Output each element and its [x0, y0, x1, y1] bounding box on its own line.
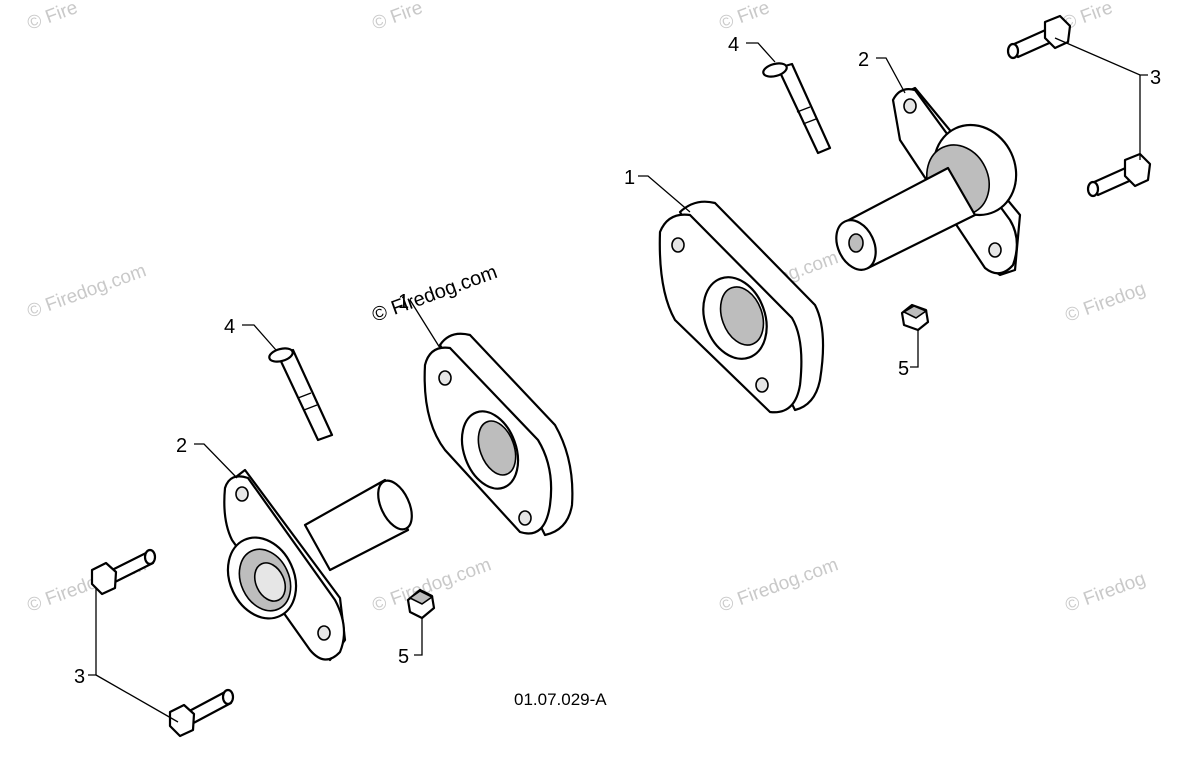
- flange-bolt-item-3-top-left: [90, 548, 157, 596]
- callout-label: 2: [858, 49, 869, 71]
- flange-bolt-item-3-bottom-left: [168, 688, 235, 738]
- flange-bolt-item-3-mid-right: [1086, 152, 1152, 198]
- callout-label: 4: [728, 34, 739, 56]
- watermark-text: © Fire: [370, 0, 426, 35]
- bearing-housing-left: [223, 468, 413, 662]
- flange-bolt-item-3-top-right: [1006, 14, 1072, 60]
- callout-label: 1: [398, 291, 409, 313]
- spacer-block-right: [658, 200, 825, 414]
- callout-label: 3: [74, 666, 85, 688]
- bearing-housing-right: [835, 86, 1022, 277]
- hex-nut-item-5-left: [406, 588, 436, 620]
- watermark-text: © Firedog.com: [369, 261, 500, 327]
- spacer-block-left: [423, 332, 574, 537]
- callout-label: 5: [898, 358, 909, 380]
- watermark-text: © Firedog.com: [25, 260, 150, 322]
- watermark-text: © Firedog: [1063, 568, 1149, 616]
- leader-lines: [88, 37, 1148, 723]
- hex-bolt-item-4-right: [762, 62, 832, 155]
- hex-bolt-item-4-left: [268, 347, 334, 442]
- callout-label: 2: [176, 435, 187, 457]
- callout-label: 5: [398, 646, 409, 668]
- figure-id: 01.07.029-A: [514, 690, 607, 709]
- callout-label: 4: [224, 316, 235, 338]
- watermark-text: © Fire: [717, 0, 773, 35]
- callout-label: 1: [624, 167, 635, 189]
- watermark-text: © Fire: [25, 0, 81, 35]
- callout-label: 3: [1150, 67, 1161, 89]
- watermark-layer: © Fire © Fire © Fire © Fire © Firedog.co…: [25, 0, 1149, 617]
- watermark-text: © Firedog.com: [717, 554, 842, 616]
- callout-labels: 1 1 2 2 3 3 4 4 5 5: [74, 34, 1161, 688]
- watermark-text: © Firedog: [1063, 278, 1149, 326]
- hex-nut-item-5-right: [900, 303, 930, 332]
